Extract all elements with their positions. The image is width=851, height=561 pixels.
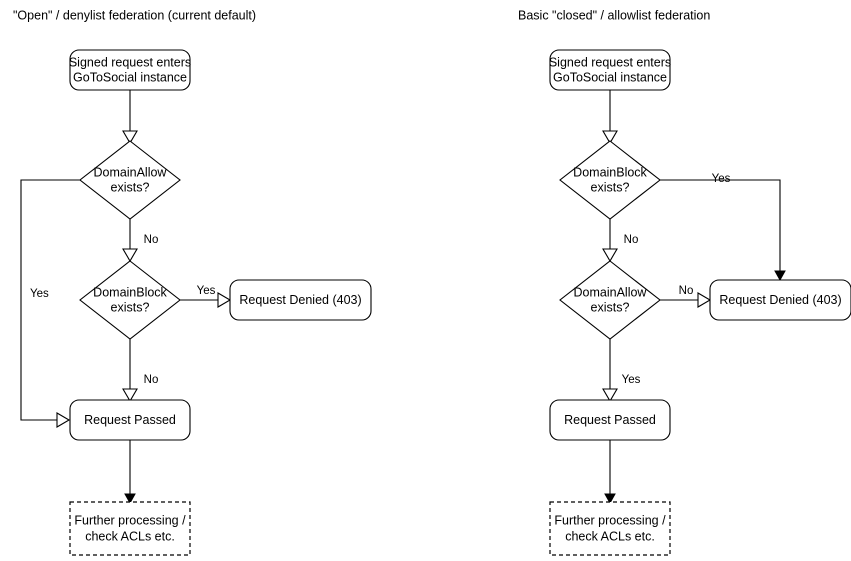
arrowhead-domainblock-no-left xyxy=(122,388,138,403)
panel-title-open-denylist: "Open" / denylist federation (current de… xyxy=(13,8,256,22)
node-further-processing-left-line1: Further processing / xyxy=(74,513,186,527)
edge-domainblock-yes-right xyxy=(660,179,781,272)
node-decision-domainblock-right-line1: DomainBlock xyxy=(573,165,647,179)
node-further-processing-right-line2: check ACLs etc. xyxy=(565,529,655,543)
node-entry-right-line1: Signed request enters xyxy=(549,55,671,69)
arrowhead-passed-to-further-left xyxy=(124,493,136,505)
arrowhead-domainblock-no-right xyxy=(602,248,618,263)
node-further-processing-right-line1: Further processing / xyxy=(554,513,666,527)
arrowhead-entry-to-domainblock-right xyxy=(602,130,618,145)
arrowhead-domainallow-no-left xyxy=(122,248,138,263)
arrowhead-entry-to-domainallow-left xyxy=(122,130,138,145)
node-decision-domainallow-left-line2: exists? xyxy=(111,180,150,194)
node-decision-domainblock-left-line1: DomainBlock xyxy=(93,285,167,299)
edge-domainallow-yes-left xyxy=(20,179,80,421)
arrowhead-domainallow-no-right xyxy=(697,292,712,308)
edge-label-domainallow-yes-left: Yes xyxy=(30,288,49,300)
node-decision-domainblock-right-line2: exists? xyxy=(591,180,630,194)
node-entry-left-line1: Signed request enters xyxy=(69,55,191,69)
edge-label-domainblock-yes-left: Yes xyxy=(197,285,216,297)
edge-label-domainallow-no-left: No xyxy=(144,234,159,246)
node-request-denied-right-label: Request Denied (403) xyxy=(719,293,841,307)
node-request-denied-left xyxy=(229,279,372,321)
panel-closed-allowlist: Basic "closed" / allowlist federation Si… xyxy=(518,8,851,556)
arrowhead-domainallow-yes-right xyxy=(602,388,618,403)
edge-label-domainallow-yes-right: Yes xyxy=(622,374,641,386)
node-decision-domainallow-right-line2: exists? xyxy=(591,300,630,314)
node-request-denied-left-label: Request Denied (403) xyxy=(239,293,361,307)
edge-label-domainblock-no-right: No xyxy=(624,234,639,246)
node-request-passed-right-label: Request Passed xyxy=(564,413,656,427)
edge-label-domainallow-no-right: No xyxy=(679,285,694,297)
node-decision-domainblock-left-line2: exists? xyxy=(111,300,150,314)
panel-open-denylist: "Open" / denylist federation (current de… xyxy=(13,8,372,556)
edge-label-domainblock-yes-right: Yes xyxy=(712,173,731,185)
node-entry-right-line2: GoToSocial instance xyxy=(553,70,667,84)
arrowhead-domainallow-yes-left xyxy=(56,412,71,428)
arrowhead-passed-to-further-right xyxy=(604,493,616,505)
node-further-processing-left xyxy=(69,501,191,556)
node-request-denied-right xyxy=(709,279,851,321)
node-further-processing-left-line2: check ACLs etc. xyxy=(85,529,175,543)
node-decision-domainallow-left-line1: DomainAllow xyxy=(94,165,168,179)
panel-title-closed-allowlist: Basic "closed" / allowlist federation xyxy=(518,8,710,22)
edge-label-domainblock-no-left: No xyxy=(144,374,159,386)
node-decision-domainallow-right-line1: DomainAllow xyxy=(574,285,648,299)
arrowhead-domainblock-yes-right xyxy=(774,270,786,282)
node-further-processing-right xyxy=(549,501,671,556)
node-request-passed-left-label: Request Passed xyxy=(84,413,176,427)
arrowhead-domainblock-yes-left xyxy=(217,292,232,308)
node-entry-left-line2: GoToSocial instance xyxy=(73,70,187,84)
